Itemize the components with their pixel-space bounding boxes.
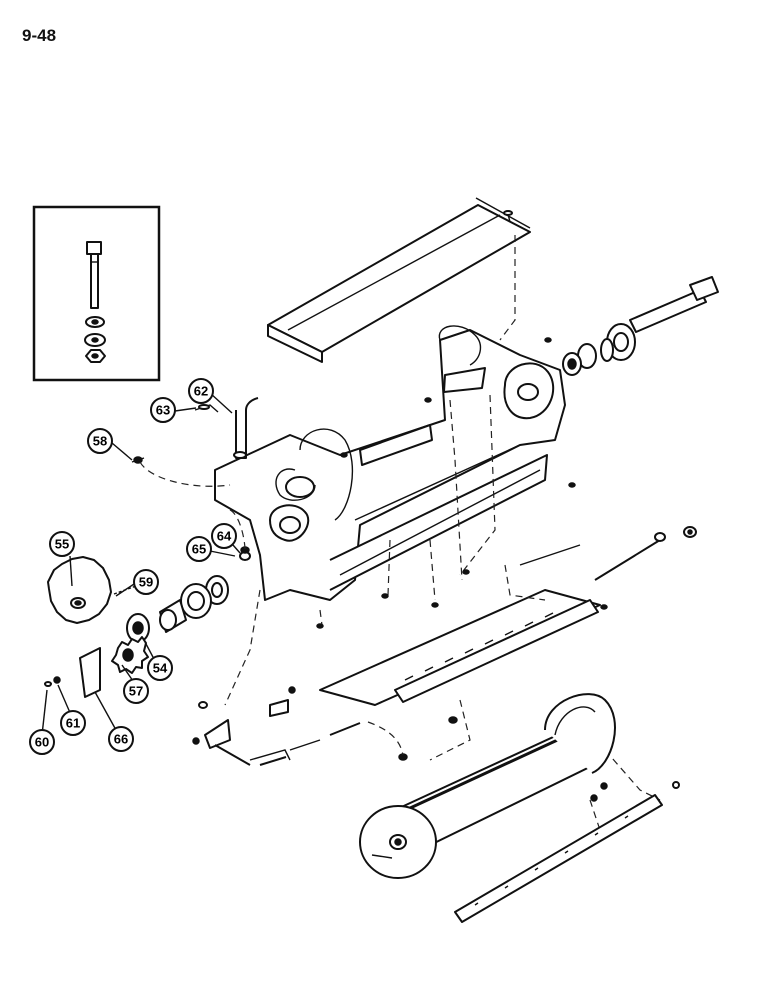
svg-text:54: 54 [153,661,168,676]
svg-text:55: 55 [55,537,69,552]
upper-angle-rail [267,197,531,363]
left-shaft-assembly [47,546,251,674]
callout-55: 55 [49,531,75,557]
inset-hardware-box [32,205,161,382]
svg-text:64: 64 [217,529,232,544]
callout-54: 54 [147,655,173,681]
linkage-rods [192,686,458,766]
callout-65: 65 [186,536,212,562]
svg-text:58: 58 [93,434,107,449]
svg-text:59: 59 [139,575,153,590]
slotted-plate [319,589,601,706]
svg-text:65: 65 [192,542,206,557]
callout-62: 62 [188,378,214,404]
callout-64: 64 [211,523,237,549]
svg-text:60: 60 [35,735,49,750]
right-shaft-assembly [544,276,719,376]
callout-60: 60 [29,729,55,755]
svg-text:66: 66 [114,732,128,747]
svg-text:62: 62 [194,384,208,399]
callout-63: 63 [150,397,176,423]
reel-drum [359,693,616,879]
callout-57: 57 [123,678,149,704]
callout-61: 61 [60,710,86,736]
svg-text:57: 57 [129,684,143,699]
callout-59: 59 [133,569,159,595]
callout-66: 66 [108,726,134,752]
bottom-strip [454,794,663,923]
page-number: 9-48 [22,26,57,45]
bracket-66 [44,647,101,698]
main-housing-frame [214,325,566,601]
callout-58: 58 [87,428,113,454]
svg-text:61: 61 [66,716,80,731]
lever-62 [233,397,259,459]
svg-text:63: 63 [156,403,170,418]
